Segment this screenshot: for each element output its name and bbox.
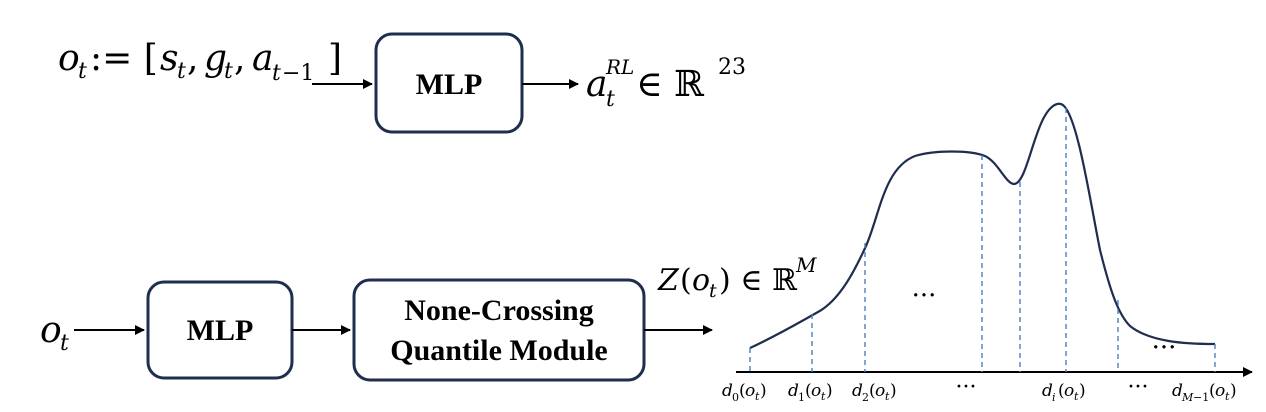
svg-text:t: t [606,87,615,112]
svg-text:]: ] [328,38,342,79]
bottom-mlp-label: MLP [187,314,254,347]
svg-text:a: a [252,38,273,79]
middle-ellipsis: ··· [912,281,937,311]
tick-label-ellipsis-2: ··· [1128,375,1149,400]
svg-text:t: t [78,59,87,84]
svg-text:i: i [1052,391,1056,404]
svg-text:(: ( [739,381,746,401]
svg-text:t: t [272,61,281,86]
svg-text:o: o [1215,381,1225,401]
svg-text:RL: RL [605,55,634,79]
svg-text:d: d [788,381,799,401]
svg-text:g: g [204,38,227,79]
svg-text:(: ( [869,381,876,401]
svg-text:o: o [875,381,885,401]
svg-text:−1: −1 [282,61,314,86]
bottom-mlp-box: MLP [146,280,294,380]
quantile-module-box: None-Crossing Quantile Module [352,278,646,382]
svg-text:o: o [58,38,80,79]
tick-label-d0: d 0 ( o t ) [722,381,767,404]
svg-text:Z: Z [657,263,680,298]
svg-text:): ) [826,381,833,401]
svg-text:,: , [234,38,245,79]
svg-text:o: o [745,381,755,401]
svg-text:a: a [586,64,607,105]
quantile-box-line1: None-Crossing [404,294,593,327]
tick-label-di: d i ( o t ) [1042,381,1086,404]
svg-text:t: t [224,59,233,84]
svg-text:d: d [722,381,733,401]
svg-text:o: o [1064,381,1074,401]
svg-text:∈ ℝ: ∈ ℝ [636,64,705,105]
svg-text:,: , [187,38,198,79]
svg-text:o: o [811,381,821,401]
svg-text:t: t [60,331,69,356]
quantile-box-line2: Quantile Module [390,334,608,367]
svg-text:o: o [692,263,710,298]
svg-text:1: 1 [798,391,805,404]
svg-text:): ) [890,381,897,401]
svg-text:t: t [177,59,186,84]
tick-label-dm1: d M −1 ( o t ) [1172,381,1237,404]
svg-text:2: 2 [862,391,869,404]
right-ellipsis: ··· [1152,333,1177,363]
top-mlp-label: MLP [416,68,483,101]
svg-text:M: M [1181,391,1194,404]
svg-text:(: ( [1209,381,1216,401]
svg-text:): ) [760,381,767,401]
top-mlp-box: MLP [374,32,524,134]
svg-text:) ∈ ℝ: ) ∈ ℝ [719,263,798,298]
svg-text:0: 0 [732,391,739,404]
svg-text:(: ( [805,381,812,401]
svg-text:−1: −1 [1193,391,1209,404]
svg-text:s: s [160,38,178,79]
distribution-label: Z ( o t ) ∈ ℝ M [657,253,817,302]
tick-label-ellipsis-1: ··· [956,375,977,400]
svg-text:o: o [40,310,62,351]
svg-text:t: t [821,390,826,403]
svg-text:): ) [1079,381,1086,401]
svg-text:): ) [1230,381,1237,401]
tick-label-d1: d 1 ( o t ) [788,381,833,404]
svg-text:(: ( [1058,381,1065,401]
distribution-plot: ··· ··· d 0 ( o t ) d 1 ( o t ) d 2 ( o … [722,102,1253,404]
svg-text:t: t [709,280,717,302]
svg-text:d: d [852,381,863,401]
tick-label-d2: d 2 ( o t ) [852,381,897,404]
svg-text:t: t [755,390,760,403]
top-input-formula: o t := [ s t , g t , a t −1 ] [58,38,342,86]
svg-text:(: ( [680,263,692,298]
top-output-formula: a RL t ∈ ℝ 23 [586,55,746,112]
svg-text::= [: := [ [90,38,158,79]
svg-text:23: 23 [718,55,746,80]
svg-text:M: M [795,253,817,277]
svg-text:t: t [1074,390,1079,403]
svg-text:t: t [885,390,890,403]
bottom-input-symbol: o t [40,310,69,356]
svg-text:d: d [1172,381,1183,401]
svg-text:t: t [1225,390,1230,403]
distribution-curve [749,102,1216,349]
svg-text:d: d [1042,381,1053,401]
